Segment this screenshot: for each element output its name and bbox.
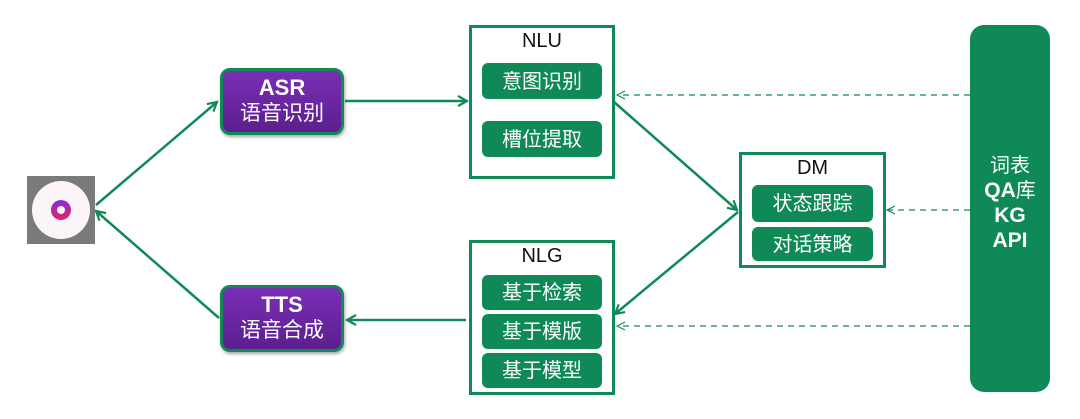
dm-title: DM bbox=[796, 157, 829, 179]
edge-nlu-to-dm bbox=[613, 101, 737, 210]
nlg-title: NLG bbox=[521, 245, 563, 267]
nlg-item-template[interactable]: 基于模版 bbox=[482, 314, 602, 349]
nlg-group: NLG 基于检索 基于模版 基于模型 bbox=[469, 240, 615, 395]
kb-line-kg: KG bbox=[994, 204, 1026, 227]
nlu-group: NLU 意图识别 槽位提取 bbox=[469, 25, 615, 179]
nlg-item-model[interactable]: 基于模型 bbox=[482, 353, 602, 388]
tts-label: 语音合成 bbox=[240, 318, 324, 342]
nlu-item-intent[interactable]: 意图识别 bbox=[482, 63, 602, 99]
asr-abbr: ASR bbox=[258, 75, 306, 100]
nlg-item-retrieval[interactable]: 基于检索 bbox=[482, 275, 602, 310]
edge-tts-to-app bbox=[96, 211, 220, 319]
nlu-title: NLU bbox=[521, 30, 562, 52]
dm-item-state-tracking[interactable]: 状态跟踪 bbox=[752, 185, 873, 222]
kb-line-qa: QA库 bbox=[984, 178, 1036, 202]
knowledge-base-node[interactable]: 词表 QA库 KG API bbox=[970, 25, 1050, 392]
music-disc-icon bbox=[32, 181, 90, 239]
dm-group: DM 状态跟踪 对话策略 bbox=[739, 152, 886, 268]
asr-node[interactable]: ASR 语音识别 bbox=[220, 68, 344, 135]
tts-abbr: TTS bbox=[261, 292, 303, 317]
asr-label: 语音识别 bbox=[240, 101, 324, 125]
nlu-item-slot[interactable]: 槽位提取 bbox=[482, 121, 602, 157]
app-icon[interactable] bbox=[27, 176, 95, 244]
kb-line-api: API bbox=[992, 229, 1028, 252]
edge-dm-to-nlg bbox=[615, 211, 739, 314]
tts-node[interactable]: TTS 语音合成 bbox=[220, 285, 344, 352]
dm-item-dialog-policy[interactable]: 对话策略 bbox=[752, 227, 873, 261]
kb-line-vocab: 词表 bbox=[990, 153, 1030, 177]
edge-app-to-asr bbox=[95, 102, 217, 206]
